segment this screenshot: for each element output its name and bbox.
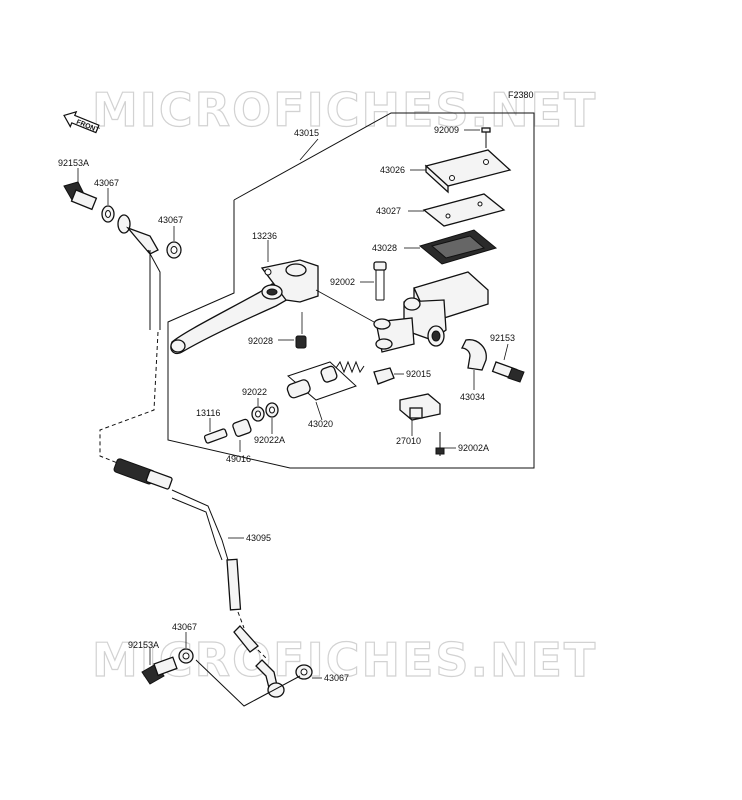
- assembly-outline: [167, 112, 535, 469]
- banjo-fitting-top: [117, 214, 159, 255]
- label-43026: 43026: [380, 165, 405, 175]
- watermark-top: MICROFICHES.NET: [92, 83, 597, 137]
- label-13116: 13116: [196, 408, 220, 418]
- label-92009: 92009: [434, 125, 459, 135]
- label-43027: 43027: [376, 206, 401, 216]
- label-92153: 92153: [490, 333, 515, 343]
- gasket-top-2: [166, 226, 182, 259]
- label-92022A: 92022A: [254, 435, 285, 445]
- hose-dashed: [99, 331, 159, 465]
- handlebar-clamp: [460, 339, 487, 390]
- leader-43015: [299, 138, 319, 161]
- reservoir-screw: [464, 127, 491, 148]
- banjo-bolt-top: [63, 168, 98, 211]
- watermark-bottom: MICROFICHES.NET: [92, 633, 597, 687]
- washer-92022: [251, 398, 265, 422]
- figure-code: F2380: [508, 90, 534, 100]
- label-27010: 27010: [396, 436, 421, 446]
- piston-assembly: [286, 360, 365, 421]
- label-92153A-bottom: 92153A: [128, 640, 159, 650]
- gasket-top-1: [101, 188, 115, 223]
- pivot-bolt: [360, 261, 387, 301]
- master-cylinder-body: [315, 271, 489, 353]
- label-49016: 49016: [226, 454, 251, 464]
- brake-light-switch: [399, 393, 456, 456]
- push-rod: [203, 418, 228, 444]
- gasket-bottom-2: [295, 664, 322, 680]
- gasket-bottom-1: [178, 632, 194, 664]
- reservoir-diaphragm: [404, 229, 498, 265]
- brake-lever: [170, 259, 319, 355]
- reservoir-plate: [408, 193, 506, 227]
- pivot-nut: [373, 367, 404, 385]
- reservoir-cap: [410, 149, 512, 194]
- lever-bushing: [278, 312, 307, 349]
- clamp-bolt: [491, 343, 525, 383]
- label-43034: 43034: [460, 392, 485, 402]
- label-43067-top-2: 43067: [158, 215, 183, 225]
- banjo-bolt-bottom: [141, 648, 178, 685]
- label-43020: 43020: [308, 419, 333, 429]
- label-13236: 13236: [252, 231, 277, 241]
- hose-path: [147, 249, 161, 330]
- label-92153A-top: 92153A: [58, 158, 89, 168]
- label-92002A: 92002A: [458, 443, 489, 453]
- washer-92022A: [265, 402, 279, 434]
- label-92022: 92022: [242, 387, 267, 397]
- label-43028: 43028: [372, 243, 397, 253]
- bottom-bracket: [195, 659, 301, 707]
- hose-lower: [113, 458, 285, 698]
- label-92015: 92015: [406, 369, 431, 379]
- label-43067-bottom-2: 43067: [324, 673, 349, 683]
- label-92002: 92002: [330, 277, 355, 287]
- label-43067-bottom-1: 43067: [172, 622, 197, 632]
- label-43015: 43015: [294, 128, 319, 138]
- label-43095: 43095: [246, 533, 271, 543]
- label-92028: 92028: [248, 336, 273, 346]
- boot: [232, 418, 252, 452]
- label-43067-top-1: 43067: [94, 178, 119, 188]
